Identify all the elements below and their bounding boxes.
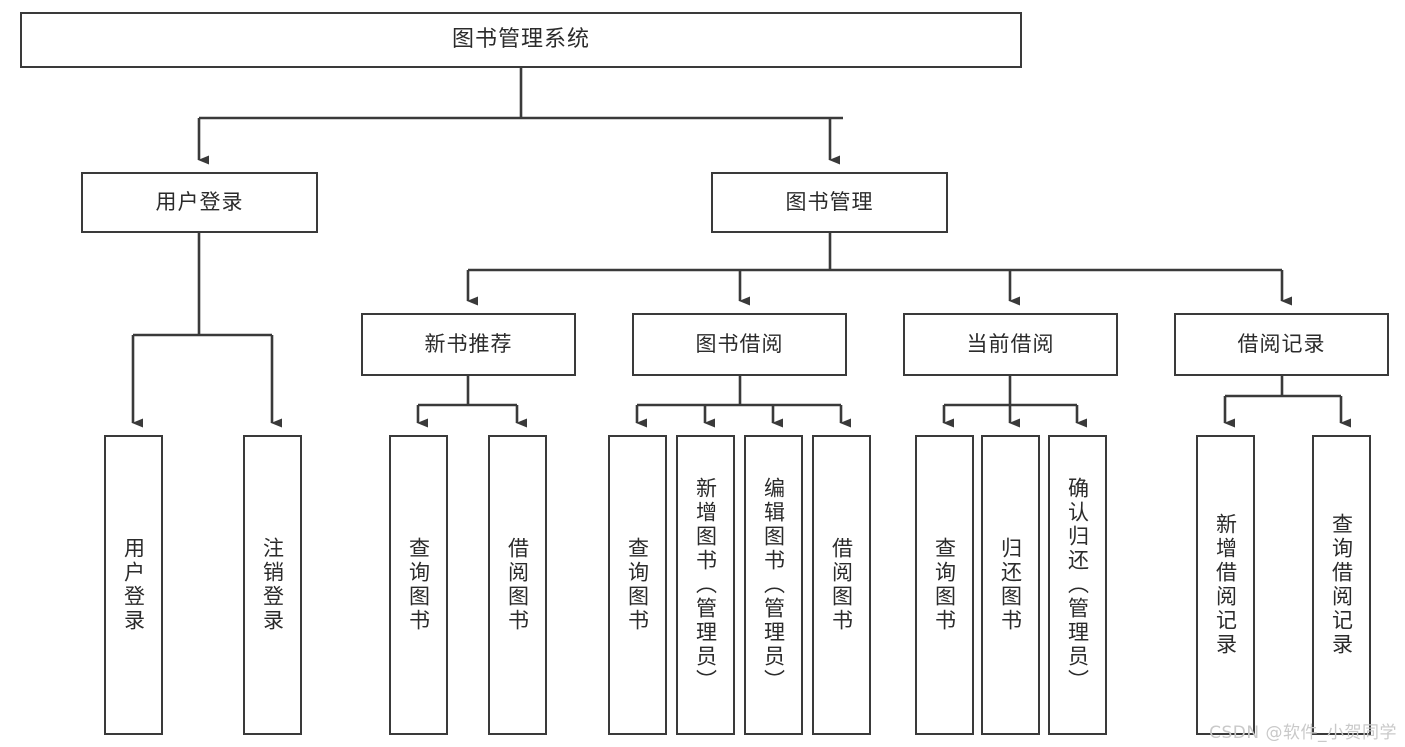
node-borrow-record[interactable]: 借阅记录	[1174, 313, 1389, 376]
leaf-current-borrow-query-books[interactable]: 查询图书	[915, 435, 974, 735]
node-book-management[interactable]: 图书管理	[711, 172, 948, 233]
node-user-login[interactable]: 用户登录	[81, 172, 318, 233]
leaf-book-borrow-query-books[interactable]: 查询图书	[608, 435, 667, 735]
leaf-book-borrow-add-book-admin[interactable]: 新增图书（管理员）	[676, 435, 735, 735]
leaf-current-borrow-confirm-return-admin[interactable]: 确认归还（管理员）	[1048, 435, 1107, 735]
leaf-book-borrow-borrow-books[interactable]: 借阅图书	[812, 435, 871, 735]
leaf-user-login-login[interactable]: 用户登录	[104, 435, 163, 735]
leaf-book-borrow-edit-book-admin[interactable]: 编辑图书（管理员）	[744, 435, 803, 735]
node-root-library-management-system[interactable]: 图书管理系统	[20, 12, 1022, 68]
leaf-borrow-record-query-record[interactable]: 查询借阅记录	[1312, 435, 1371, 735]
leaf-user-login-logout[interactable]: 注销登录	[243, 435, 302, 735]
node-new-book-recommend[interactable]: 新书推荐	[361, 313, 576, 376]
node-current-borrow[interactable]: 当前借阅	[903, 313, 1118, 376]
leaf-current-borrow-return-books[interactable]: 归还图书	[981, 435, 1040, 735]
leaf-borrow-record-add-record[interactable]: 新增借阅记录	[1196, 435, 1255, 735]
leaf-new-book-borrow-books[interactable]: 借阅图书	[488, 435, 547, 735]
node-book-borrow[interactable]: 图书借阅	[632, 313, 847, 376]
leaf-new-book-query-books[interactable]: 查询图书	[389, 435, 448, 735]
